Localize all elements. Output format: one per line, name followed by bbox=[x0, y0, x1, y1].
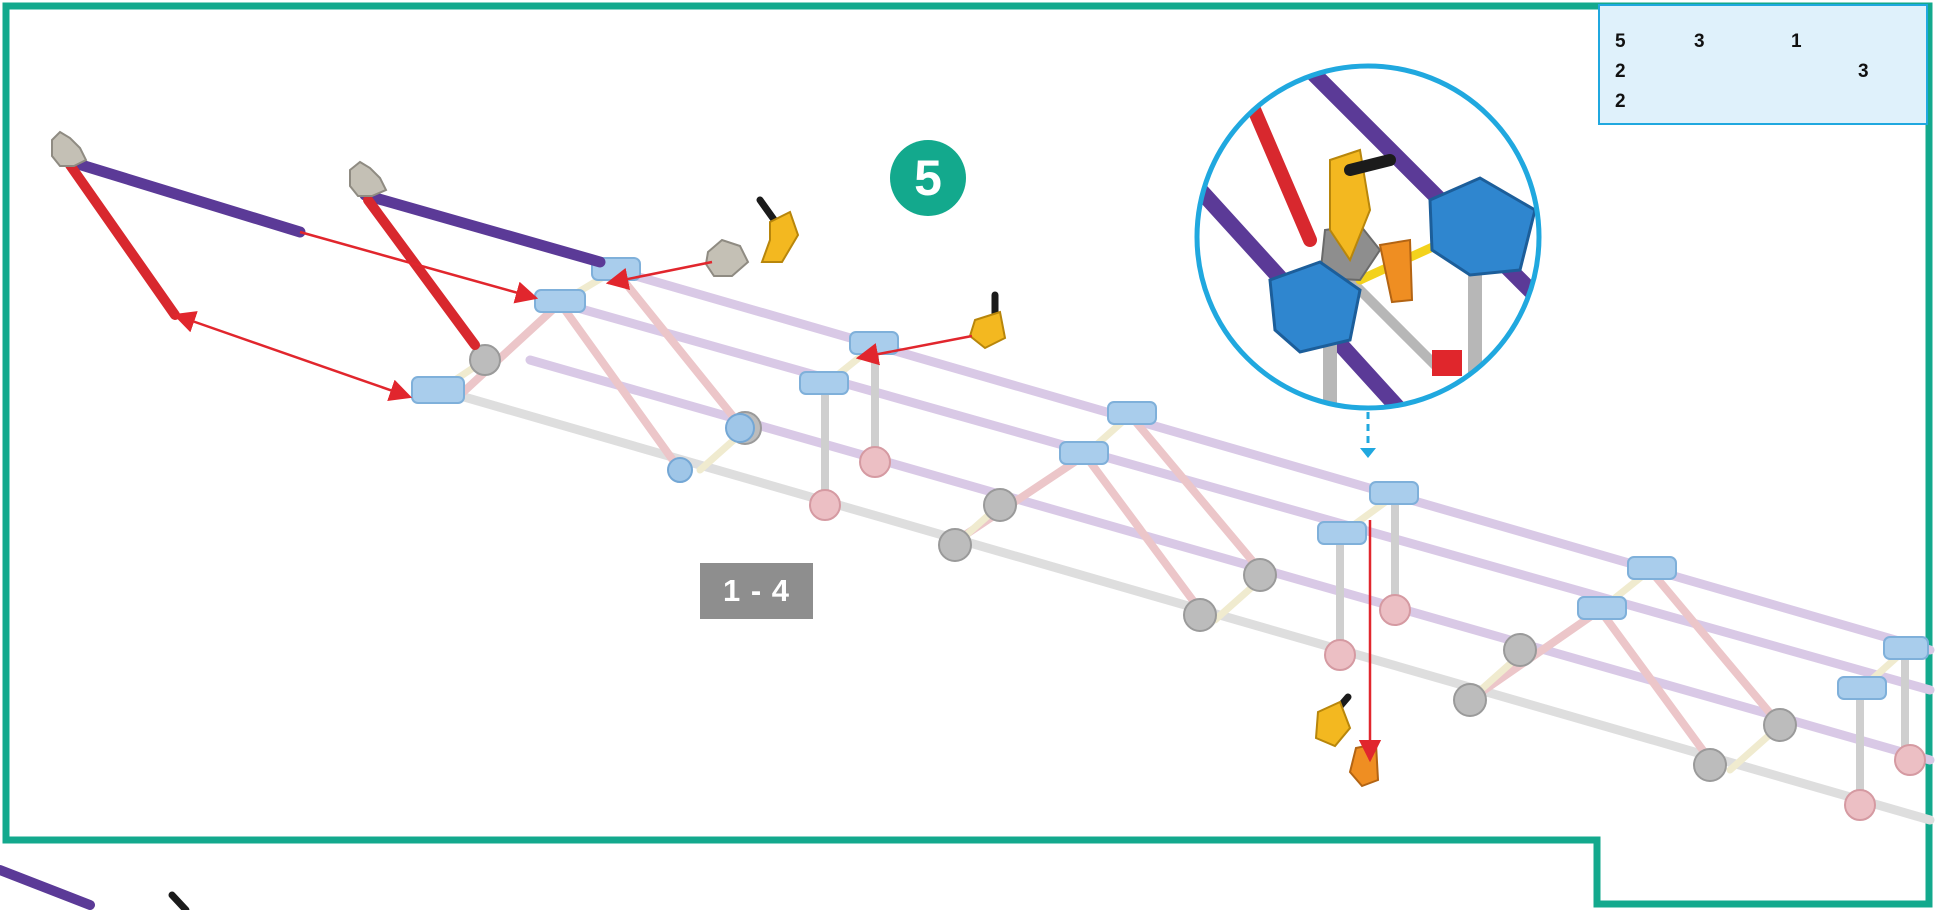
step-number-badge: 5 bbox=[890, 140, 966, 216]
orange-hub-connector bbox=[1348, 742, 1380, 788]
qty-black-connector: 5 bbox=[1615, 31, 1626, 52]
qty-gray-connector: 3 bbox=[1694, 31, 1705, 52]
yellow-hub-connector bbox=[1314, 700, 1352, 748]
gray-hub-connector bbox=[51, 130, 750, 277]
assembly-arrows bbox=[172, 230, 1382, 763]
bridge-truss bbox=[411, 257, 1935, 825]
purple-rod bbox=[359, 189, 606, 268]
yellow-hub-connector bbox=[760, 210, 800, 263]
next-step-preview bbox=[0, 865, 190, 910]
red-rod bbox=[65, 160, 180, 320]
new-rods bbox=[59, 154, 606, 350]
qty-yellow-connector: 3 bbox=[1858, 61, 1869, 82]
yellow-hub-connector bbox=[968, 310, 1007, 350]
detail-callout bbox=[1194, 63, 1542, 458]
qty-orange-connector: 1 bbox=[1791, 31, 1802, 52]
parts-list bbox=[1598, 4, 1928, 125]
substep-label: 1 - 4 bbox=[700, 563, 813, 619]
purple-rod bbox=[59, 154, 306, 238]
qty-purple-rod: 2 bbox=[1615, 91, 1626, 112]
qty-red-rod: 2 bbox=[1615, 61, 1626, 82]
red-rod bbox=[363, 195, 480, 350]
